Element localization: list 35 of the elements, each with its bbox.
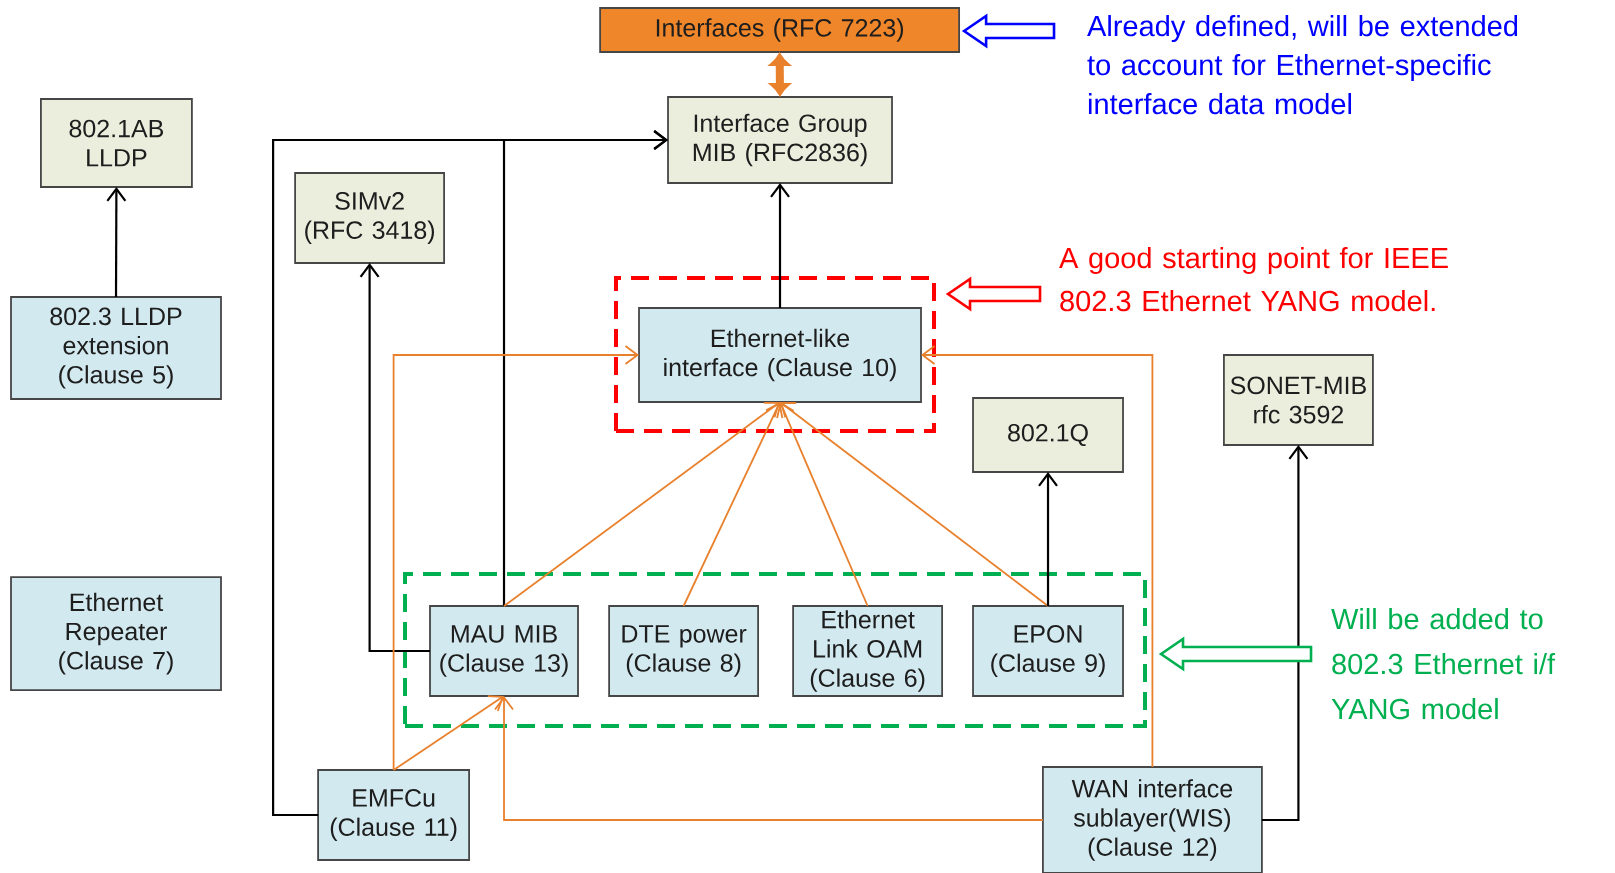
process-box: 802.1Q	[972, 397, 1124, 473]
process-box: Ethernet Repeater (Clause 7)	[10, 576, 222, 691]
process-box: EMFCu (Clause 11)	[317, 769, 470, 861]
arrow	[769, 53, 790, 96]
process-box: Interfaces (RFC 7223)	[599, 7, 960, 53]
arrow	[770, 183, 790, 308]
arrow	[921, 345, 1154, 768]
arrow	[1261, 445, 1309, 822]
note-text: Already defined, will be extended to account for Ethernet-specific interface data model	[1087, 15, 1518, 115]
process-box: WAN interface sublayer(WIS) (Clause 12)	[1042, 766, 1263, 873]
process-box: Ethernet-like interface (Clause 10)	[638, 307, 922, 403]
dashed-frame	[403, 572, 1147, 728]
process-box: SONET-MIB rfc 3592	[1223, 354, 1374, 446]
process-box: EPON (Clause 9)	[972, 605, 1124, 697]
note-text: A good starting point for IEEE 802.3 Ethernet YANG model.	[1059, 247, 1448, 312]
arrow	[682, 402, 784, 607]
arrow	[494, 696, 1044, 821]
process-box: MAU MIB (Clause 13)	[429, 605, 579, 697]
dashed-frame	[614, 275, 936, 433]
arrow	[503, 401, 780, 607]
process-box: 802.3 LLDP extension (Clause 5)	[10, 296, 222, 400]
process-box: SIMv2 (RFC 3418)	[294, 172, 445, 264]
arrow	[1038, 472, 1058, 606]
process-box: Ethernet Link OAM (Clause 6)	[792, 605, 943, 697]
arrow	[776, 402, 869, 607]
arrow	[780, 402, 1049, 607]
arrow	[392, 695, 504, 771]
arrow	[272, 130, 668, 817]
process-box: 802.1AB LLDP	[40, 98, 193, 188]
arrow	[359, 263, 430, 653]
note-text: Will be added to 802.3 Ethernet i/f YANG model	[1331, 608, 1556, 720]
arrow	[392, 345, 639, 771]
process-box: DTE power (Clause 8)	[608, 605, 759, 697]
arrow	[106, 187, 127, 297]
process-box: Interface Group MIB (RFC2836)	[667, 96, 893, 184]
